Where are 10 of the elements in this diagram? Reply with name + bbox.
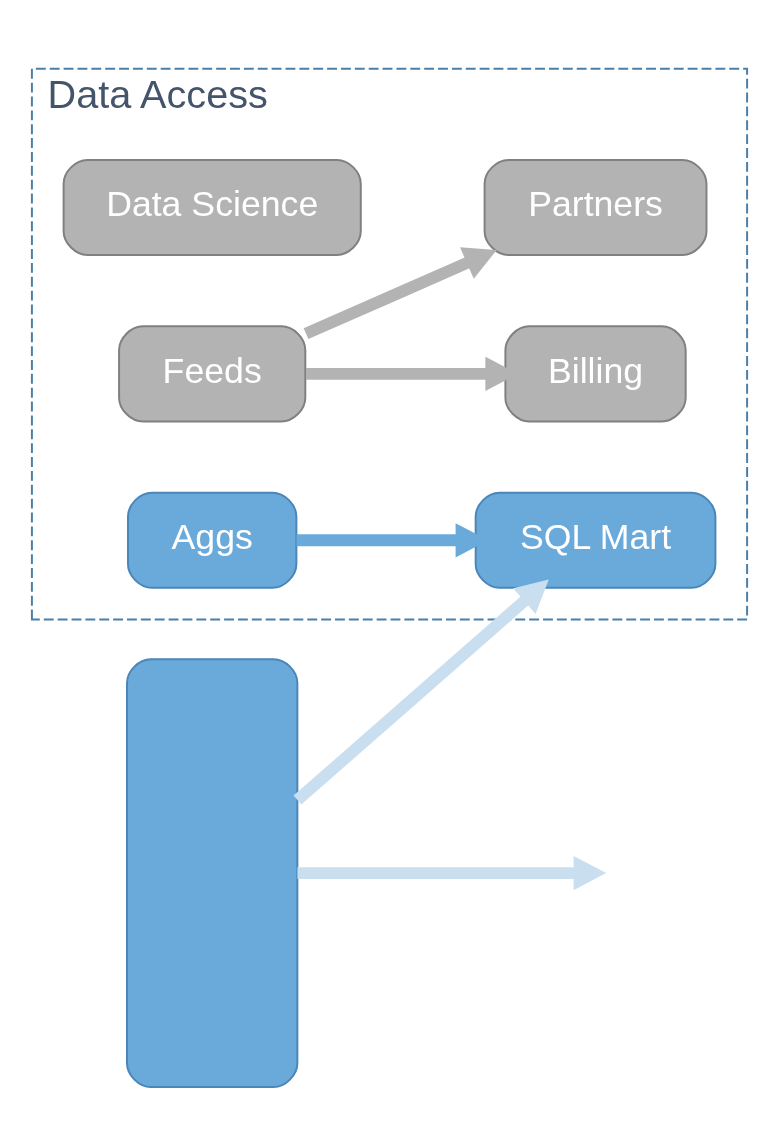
node-box: Billing (504, 324, 687, 422)
arrow (303, 246, 497, 339)
node-box: Aggs (127, 491, 298, 589)
node-box: Data Science (62, 158, 362, 256)
arrow (297, 855, 607, 890)
node-box: Feeds (118, 324, 307, 422)
node-box (126, 657, 299, 1088)
node-box: SQL Mart (474, 491, 717, 589)
arrow (293, 579, 549, 805)
node-box: Partners (483, 158, 708, 256)
